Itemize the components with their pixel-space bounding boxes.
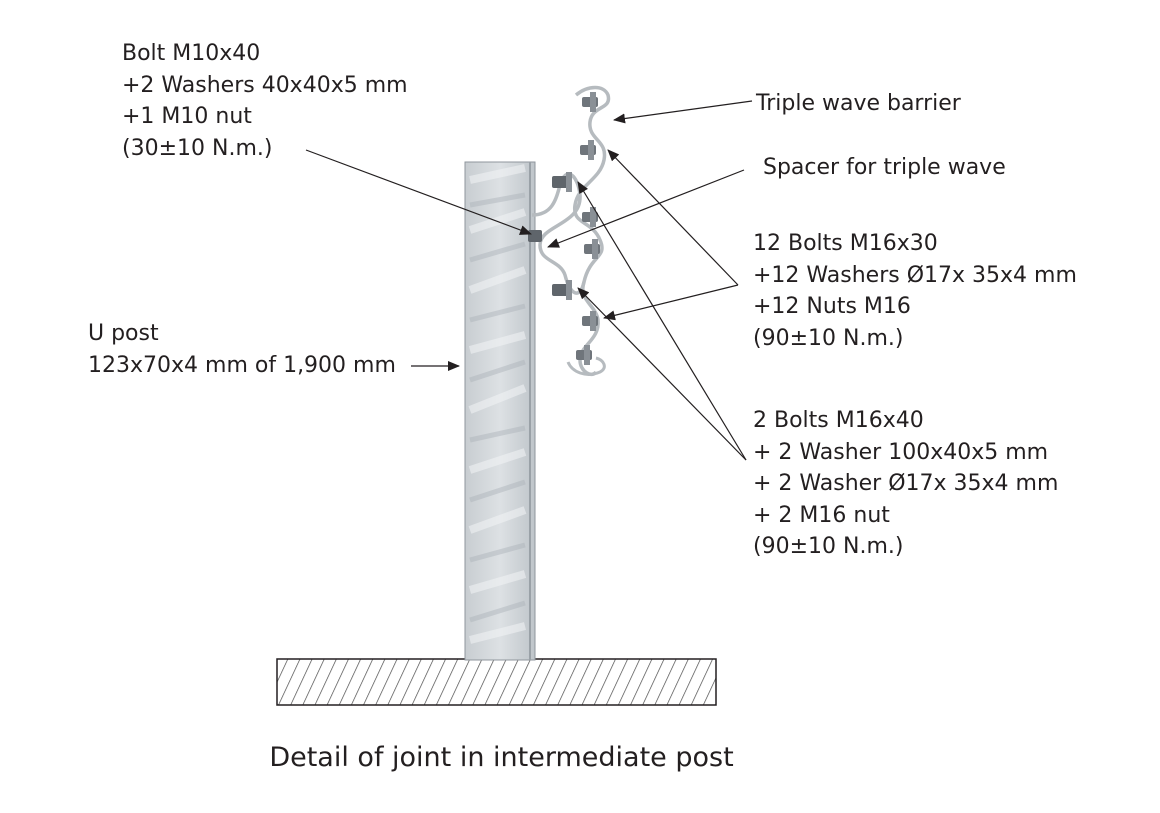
label-line: Bolt M10x40 [122,41,261,66]
label-line: + 2 Washer Ø17x 35x4 mm [753,471,1059,496]
leader-lines [305,100,753,461]
label-line: + 2 M16 nut [753,502,890,528]
label-line: +12 Washers Ø17x 35x4 mm [753,262,1077,288]
label-line: 2 Bolts M16x40 [753,408,924,433]
leader-m16x30-b [603,284,739,321]
label-triple-wave-barrier: Triple wave barrier [756,88,961,120]
label-line: (90±10 N.m.) [753,325,904,351]
bolt-8 [582,311,598,331]
label-bolts-m16x40: 2 Bolts M16x40 + 2 Washer 100x40x5 mm + … [753,405,1058,563]
leader-m16x30-a [607,149,739,286]
label-line: +12 Nuts M16 [753,294,911,319]
label-bolts-m16x30: 12 Bolts M16x30 +12 Washers Ø17x 35x4 mm… [753,228,1077,354]
leader-spacer [547,169,745,248]
leader-bolt-m10 [305,149,532,235]
leader-m16x40-a [577,181,747,461]
bolt-2 [580,140,596,160]
label-line: (90±10 N.m.) [753,534,904,559]
bolt-1 [582,92,598,112]
label-line: (30±10 N.m.) [122,135,273,161]
bolt-9 [576,345,592,365]
label-line: Spacer for triple wave [763,155,1006,180]
leader-m16x40-b [577,287,747,461]
diagram-caption: Detail of joint in intermediate post [269,742,734,773]
bolt-6 [584,239,600,259]
label-line: Triple wave barrier [756,91,961,116]
bolt-5 [528,230,542,242]
label-spacer: Spacer for triple wave [763,152,1006,184]
u-post [464,161,536,661]
bolt-3 [552,172,572,192]
label-line: 123x70x4 mm of 1,900 mm [88,352,396,378]
leader-triple-wave [613,100,753,124]
bolts [528,92,600,365]
label-line: U post [88,321,159,346]
label-bolt-m10: Bolt M10x40 +2 Washers 40x40x5 mm +1 M10… [122,38,408,164]
label-line: +2 Washers 40x40x5 mm [122,72,408,98]
label-u-post: U post 123x70x4 mm of 1,900 mm [88,318,396,381]
bolt-7 [552,280,572,300]
triple-wave-barrier [531,85,611,377]
bolt-4 [582,207,598,227]
label-line: 12 Bolts M16x30 [753,231,938,256]
label-line: +1 M10 nut [122,104,252,129]
label-line: + 2 Washer 100x40x5 mm [753,439,1049,465]
ground-base [276,658,717,706]
